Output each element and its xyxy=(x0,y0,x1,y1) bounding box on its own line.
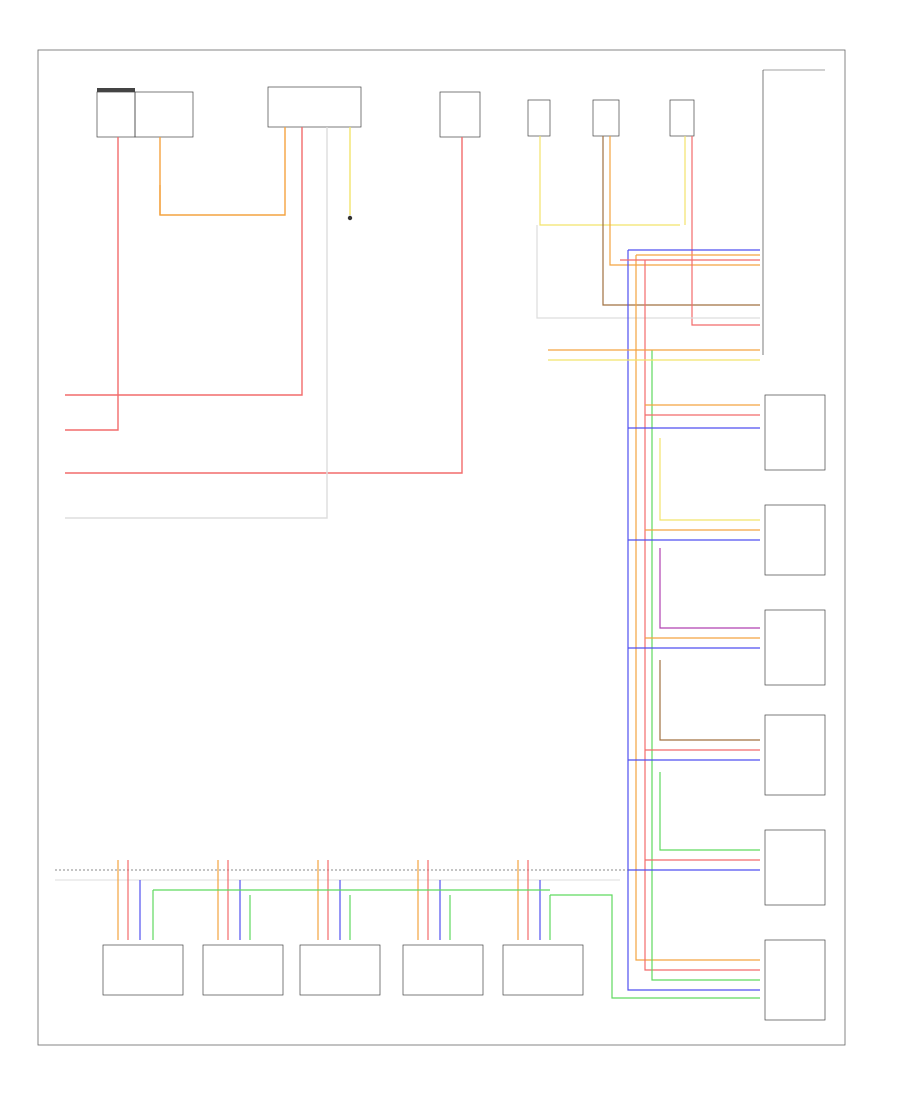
right-module-3 xyxy=(764,609,826,686)
sensor-3 xyxy=(669,99,695,137)
bottom-bus xyxy=(55,869,628,881)
upper-left-wiring xyxy=(65,127,463,519)
ground-point xyxy=(347,215,353,221)
right-module-6 xyxy=(764,939,826,1021)
right-module-feeders xyxy=(628,404,760,871)
sensor-wiring xyxy=(536,136,760,326)
right-bus xyxy=(548,249,760,991)
fuse-box-b xyxy=(134,91,194,138)
bottom-module-5 xyxy=(502,944,584,996)
bottom-module-wiring xyxy=(117,860,760,999)
right-module-1 xyxy=(764,394,826,471)
diagram-border xyxy=(37,49,846,1046)
bottom-module-3 xyxy=(299,944,381,996)
bottom-module-1 xyxy=(102,944,184,996)
control-unit xyxy=(267,86,362,128)
fuse-box-a xyxy=(96,88,136,138)
sensor-2 xyxy=(592,99,620,137)
bottom-module-2 xyxy=(202,944,284,996)
right-module-5 xyxy=(764,829,826,906)
right-module-2 xyxy=(764,504,826,576)
right-module-4 xyxy=(764,714,826,796)
fuse-box-c xyxy=(439,91,481,138)
bottom-module-4 xyxy=(402,944,484,996)
sensor-1 xyxy=(527,99,551,137)
connector-block xyxy=(762,69,825,355)
